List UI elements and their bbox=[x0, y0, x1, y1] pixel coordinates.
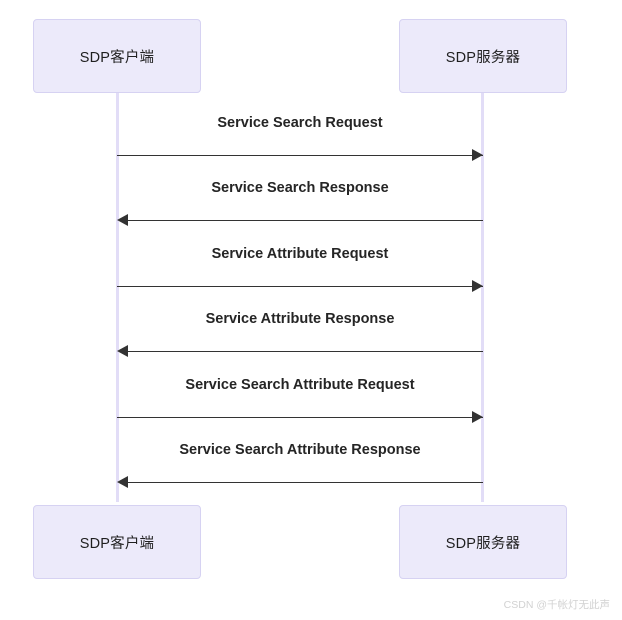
actor-label-server-bottom: SDP服务器 bbox=[445, 535, 521, 552]
actor-box-client-top[interactable]: SDP客户端 bbox=[33, 19, 201, 93]
actor-label-client-bottom: SDP客户端 bbox=[79, 535, 155, 552]
lifeline-client bbox=[116, 92, 119, 502]
message-label-3: Service Attribute Request bbox=[211, 246, 389, 262]
actor-box-server-top[interactable]: SDP服务器 bbox=[399, 19, 567, 93]
message-line-2 bbox=[120, 220, 483, 221]
lifeline-server bbox=[481, 92, 484, 502]
actor-label-client-top: SDP客户端 bbox=[79, 49, 155, 66]
message-label-5: Service Search Attribute Request bbox=[185, 377, 415, 393]
watermark-text: CSDN @千帐灯无此声 bbox=[503, 599, 610, 611]
message-label-2: Service Search Response bbox=[211, 180, 389, 196]
message-label-1: Service Search Request bbox=[217, 115, 383, 131]
arrow-head-right-5 bbox=[472, 411, 483, 423]
message-line-6 bbox=[120, 482, 483, 483]
arrow-head-right-1 bbox=[472, 149, 483, 161]
message-label-6: Service Search Attribute Response bbox=[179, 442, 421, 458]
arrow-head-left-4 bbox=[117, 345, 128, 357]
actor-label-server-top: SDP服务器 bbox=[445, 49, 521, 66]
message-label-4: Service Attribute Response bbox=[205, 311, 395, 327]
arrow-head-left-6 bbox=[117, 476, 128, 488]
message-line-5 bbox=[117, 417, 483, 418]
arrow-head-left-2 bbox=[117, 214, 128, 226]
message-line-4 bbox=[120, 351, 483, 352]
message-line-3 bbox=[117, 286, 483, 287]
actor-box-server-bottom[interactable]: SDP服务器 bbox=[399, 505, 567, 579]
actor-box-client-bottom[interactable]: SDP客户端 bbox=[33, 505, 201, 579]
message-line-1 bbox=[117, 155, 483, 156]
arrow-head-right-3 bbox=[472, 280, 483, 292]
